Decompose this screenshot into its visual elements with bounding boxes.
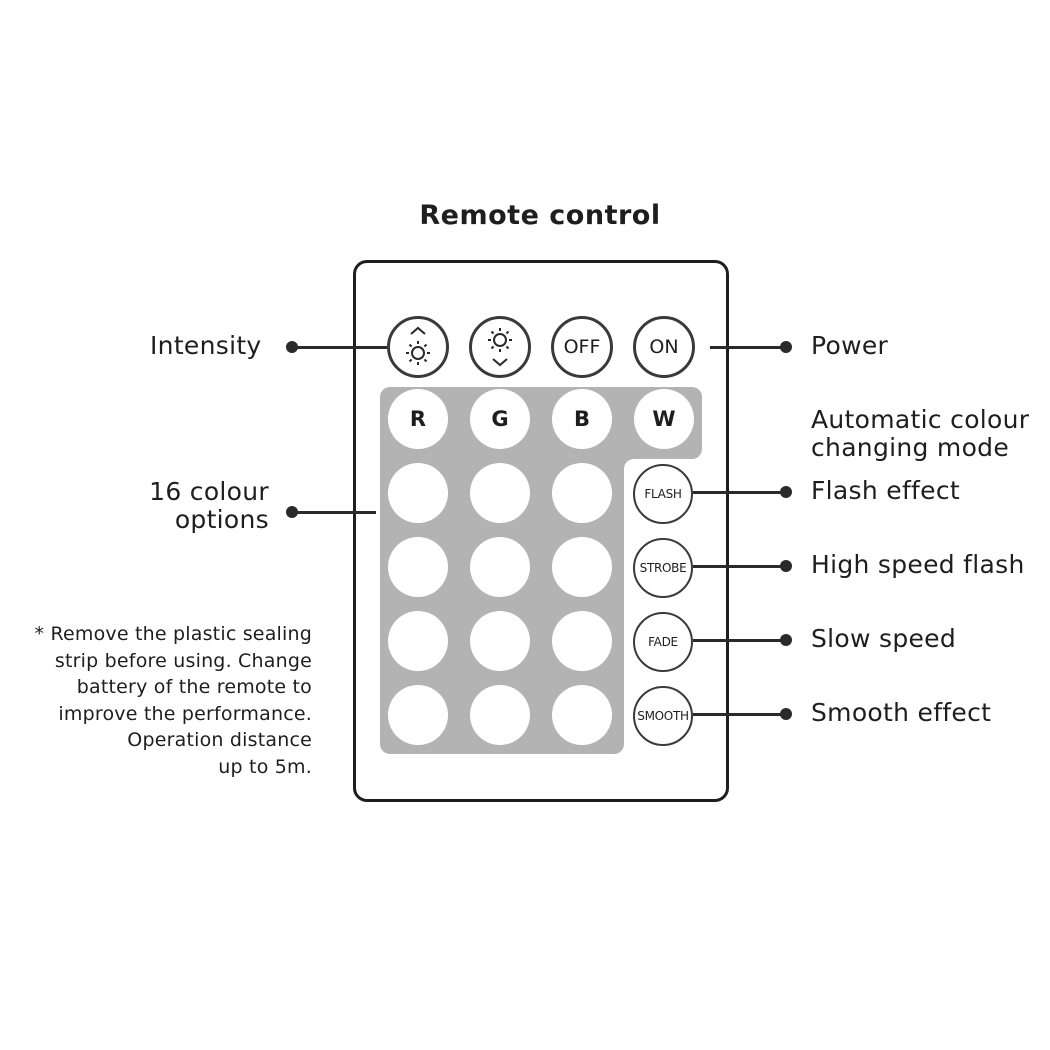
intensity-up-button[interactable] [387,316,449,378]
colour-button[interactable] [470,611,530,671]
colour-options-label-line: options [174,505,269,534]
colour-button[interactable] [552,685,612,745]
smooth-leader-line [693,713,786,716]
strobe-label: High speed flash [811,550,1025,579]
colour-button[interactable] [388,611,448,671]
power-leader-dot [780,341,792,353]
intensity-label: Intensity [150,331,262,360]
usage-note: * Remove the plastic sealing strip befor… [0,621,312,780]
remote-control-body: OFF ON R G B W FLASH STROBE FADE SMOOTH [353,260,729,802]
white-button[interactable]: W [634,389,694,449]
brightness-up-icon [406,326,430,365]
colour-button[interactable] [470,463,530,523]
strobe-button[interactable]: STROBE [633,538,693,598]
strobe-leader-dot [780,560,792,572]
green-button[interactable]: G [470,389,530,449]
colour-button[interactable] [552,537,612,597]
usage-note-line: improve the performance. [58,702,312,725]
smooth-leader-dot [780,708,792,720]
flash-label: Flash effect [811,476,960,505]
colour-button[interactable] [470,537,530,597]
colour-button[interactable] [470,685,530,745]
usage-note-line: strip before using. Change [54,649,312,672]
colour-button[interactable] [388,685,448,745]
usage-note-line: up to 5m. [218,755,312,778]
flash-button[interactable]: FLASH [633,464,693,524]
colour-options-leader-line [292,511,376,514]
fade-leader-line [693,639,786,642]
intensity-down-button[interactable] [469,316,531,378]
smooth-button[interactable]: SMOOTH [633,686,693,746]
flash-leader-dot [780,486,792,498]
usage-note-line: * Remove the plastic sealing [34,623,312,645]
auto-mode-label-line: Automatic colour [811,405,1030,434]
diagram-title: Remote control [419,200,661,231]
fade-leader-dot [780,634,792,646]
smooth-label: Smooth effect [811,698,992,727]
usage-note-line: Operation distance [127,729,312,751]
on-button[interactable]: ON [633,316,695,378]
flash-leader-line [693,491,786,494]
usage-note-line: battery of the remote to [76,676,312,698]
fade-button[interactable]: FADE [633,612,693,672]
fade-label: Slow speed [811,624,957,653]
off-button[interactable]: OFF [551,316,613,378]
brightness-down-icon [488,328,512,367]
strobe-leader-line [693,565,786,568]
blue-button[interactable]: B [552,389,612,449]
intensity-leader-line [292,346,387,349]
colour-button[interactable] [552,463,612,523]
colour-button[interactable] [388,463,448,523]
auto-mode-label-line: changing mode [811,433,1010,462]
power-leader-line [710,346,786,349]
auto-mode-label: Automatic colour changing mode [811,406,1029,462]
red-button[interactable]: R [388,389,448,449]
colour-options-label: 16 colour options [149,478,269,534]
colour-button[interactable] [552,611,612,671]
colour-options-label-line: 16 colour [149,477,269,506]
power-label: Power [811,331,889,360]
colour-button[interactable] [388,537,448,597]
